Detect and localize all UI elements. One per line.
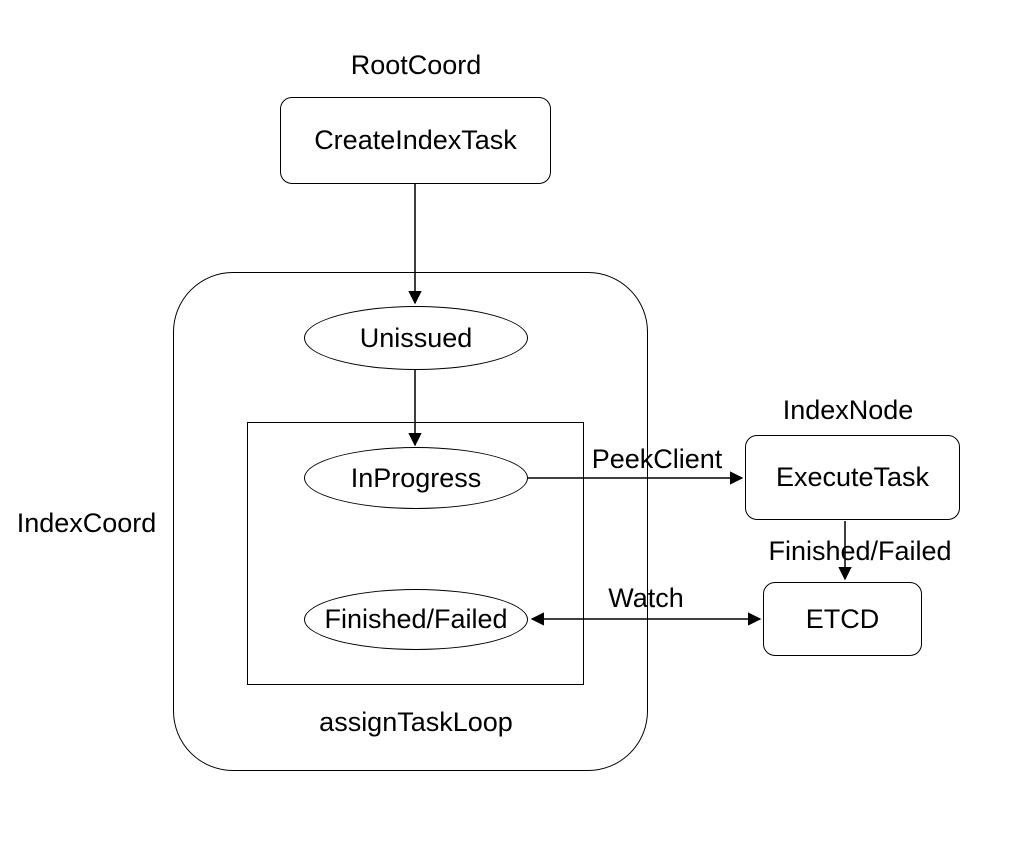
node-unissued: Unissued: [304, 306, 528, 370]
edge-label-watch: Watch: [608, 583, 684, 613]
node-createindextask-label: CreateIndexTask: [314, 125, 517, 155]
node-executetask: ExecuteTask: [745, 435, 960, 520]
node-executetask-label: ExecuteTask: [775, 462, 930, 492]
node-createindextask: CreateIndexTask: [280, 97, 551, 184]
node-etcd-label: ETCD: [805, 603, 880, 634]
node-inprogress-label: InProgress: [350, 462, 482, 493]
assigntaskloop-label: assignTaskLoop: [319, 707, 513, 737]
assigntaskloop-container: [247, 422, 584, 685]
indexnode-label: IndexNode: [782, 395, 914, 425]
indexcoord-label: IndexCoord: [16, 508, 157, 538]
node-finishedfailed: Finished/Failed: [304, 589, 528, 650]
node-inprogress: InProgress: [304, 447, 528, 509]
node-finishedfailed-label: Finished/Failed: [324, 604, 508, 634]
rootcoord-label: RootCoord: [350, 50, 482, 80]
edge-label-finishedfailed: Finished/Failed: [768, 536, 952, 566]
node-unissued-label: Unissued: [359, 322, 473, 353]
edge-label-peekclient: PeekClient: [591, 444, 723, 474]
node-etcd: ETCD: [763, 582, 922, 656]
indexcoord-container: [173, 272, 648, 771]
